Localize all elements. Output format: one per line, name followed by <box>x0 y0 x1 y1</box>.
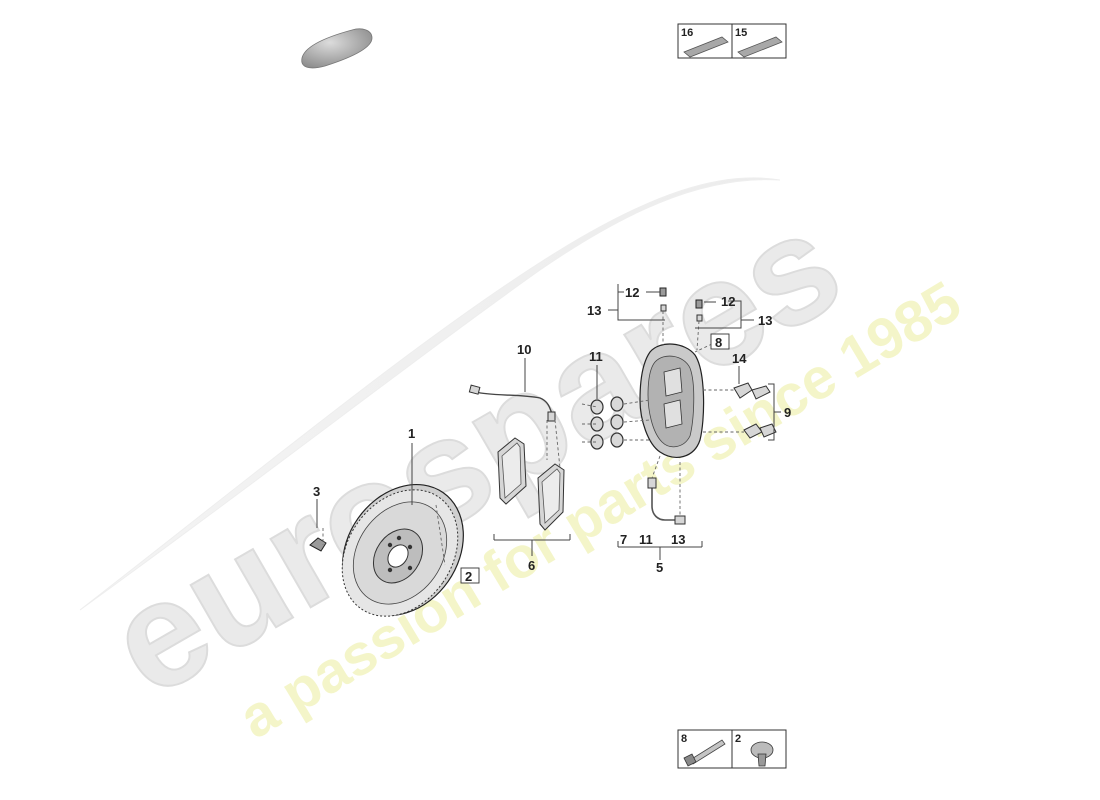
car-thumbnail-icon <box>301 28 373 69</box>
callout-labels: 1 3 5 6 7 9 10 11 11 12 12 13 13 13 14 <box>313 285 791 575</box>
svg-text:2: 2 <box>465 569 472 584</box>
leader-lines-dashed <box>322 311 744 566</box>
callout-1: 1 <box>408 426 415 441</box>
spring-clips <box>733 382 777 439</box>
watermark: eurospares a passion for parts since 198… <box>79 177 972 751</box>
callout-11-seals: 11 <box>589 349 603 364</box>
callout-13-left: 13 <box>587 303 601 318</box>
watermark-swoosh <box>79 177 781 611</box>
svg-text:8: 8 <box>715 335 722 350</box>
boxed-callout-2: 2 <box>460 567 480 584</box>
tube-icon <box>683 36 729 58</box>
callout-10: 10 <box>517 342 531 357</box>
callout-12-right: 12 <box>721 294 735 309</box>
boxed-callout-8: 8 <box>710 333 730 350</box>
callout-7: 7 <box>620 532 627 547</box>
bleed-screws <box>659 287 703 322</box>
callout-13-caliper: 13 <box>671 532 685 547</box>
wear-sensor-cable <box>468 384 556 422</box>
callout-5: 5 <box>656 560 663 575</box>
legend-bottom-num-2: 2 <box>735 733 741 745</box>
callout-11-caliper: 11 <box>639 532 653 547</box>
callout-9: 9 <box>784 405 791 420</box>
brake-caliper <box>639 343 705 458</box>
callout-14: 14 <box>732 351 747 366</box>
brake-disc <box>341 483 464 617</box>
legend-top-num-16: 16 <box>681 27 693 39</box>
legend-top: 16 15 <box>677 23 787 59</box>
tube-icon <box>737 36 783 58</box>
legend-bottom-num-8: 8 <box>681 733 687 745</box>
small-clip <box>309 537 327 552</box>
callout-3: 3 <box>313 484 320 499</box>
seal-rings <box>590 396 624 450</box>
brake-pads <box>497 437 565 531</box>
callout-6: 6 <box>528 558 535 573</box>
leader-lines-solid <box>316 284 781 560</box>
callout-12-left: 12 <box>625 285 639 300</box>
callout-13-right: 13 <box>758 313 772 328</box>
screw-icon <box>750 741 774 767</box>
legend-top-num-15: 15 <box>735 27 747 39</box>
legend-bottom: 8 2 <box>677 729 787 769</box>
bolt-icon <box>683 739 726 767</box>
